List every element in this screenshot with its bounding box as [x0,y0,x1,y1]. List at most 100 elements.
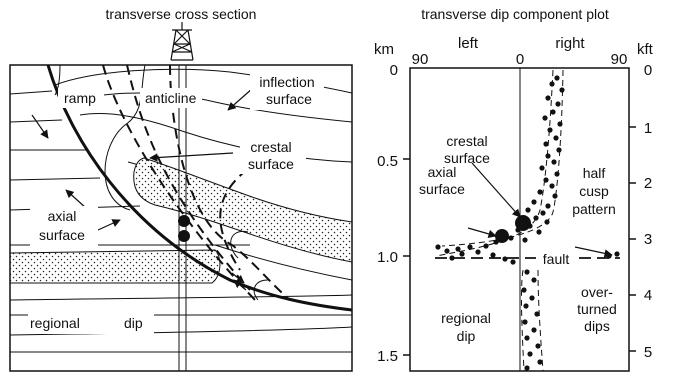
dip-dot [467,244,473,250]
dip-dot [455,246,461,252]
kft-tick-label: 0 [644,62,652,79]
stippled-bed-footwall [10,249,221,284]
dip-plot-panel: transverse dip component plot km kft lef… [374,6,654,372]
dip-dot [614,251,620,257]
dip-dot [534,311,540,317]
dip-dot [449,255,455,261]
label-cusp: cusp [579,183,609,199]
dip-dot [543,177,549,183]
dip-dot [543,141,549,147]
dip-dot [529,295,535,301]
dip-dot [556,147,562,153]
dip-dot [444,248,450,254]
dip-dot [483,243,489,249]
label-crestal: crestal [250,139,291,155]
kft-tick-label: 4 [644,287,652,304]
label-crestal-surface: surface [444,150,490,166]
dip-dot [540,210,546,216]
dip-dot [550,109,556,115]
dip-dot [606,253,612,259]
x-tick-label: 90 [412,51,429,68]
dip-dot [435,244,441,250]
dip-dot [502,256,508,262]
label-anticline: anticline [145,90,197,106]
dip-dot [544,219,550,225]
kft-ticks: 0 1 2 3 4 5 [644,62,652,361]
fault-line [46,65,352,312]
dip-dot [533,215,539,221]
dip-dot [531,277,537,283]
cross-section-labels: ramp anticline inflection surface cresta… [28,74,324,334]
dip-plot-title: transverse dip component plot [421,6,609,22]
dip-dot [508,235,514,241]
dip-dot [552,193,558,199]
dip-dot [537,189,543,195]
label-left: left [458,35,479,52]
dip-dot [542,115,548,121]
slip-arrows [31,114,247,291]
label-axial: axial [428,164,457,180]
dip-dot [525,207,531,213]
label-inflection-surface: surface [266,91,312,107]
x-tick-label: 90 [611,51,628,68]
label-half: half [583,165,606,181]
dip-dot [549,183,555,189]
kft-tick-label: 1 [644,120,652,137]
well-dot-lower [178,230,190,242]
label-dips: dips [584,318,610,334]
dip-dot [522,319,528,325]
dip-dot [545,153,551,159]
label-right: right [555,35,585,52]
km-tick-label: 1.5 [377,348,398,365]
dip-label-arrows [467,162,521,238]
dip-dot [551,159,557,165]
kft-tick-label: 2 [644,175,652,192]
dip-dot [549,81,555,87]
dip-dot [539,165,545,171]
crestal-surface-dot [515,215,531,231]
unit-km: km [374,41,394,58]
label-inflection: inflection [259,74,314,90]
label-pattern: pattern [572,201,616,217]
dip-dot [554,171,560,177]
kft-tick-label: 5 [644,344,652,361]
label-regional-dip: dip [457,328,476,344]
dip-dot [535,343,541,349]
label-regional: regional [30,315,80,331]
dip-dot [531,327,537,333]
label-axial-surface: surface [419,181,465,197]
dip-dot [545,203,551,209]
label-arrows [97,87,254,231]
dip-dot [524,365,530,371]
dip-dot [545,95,551,101]
derrick-icon [170,22,194,61]
dip-dot [524,335,530,341]
label-axial-surface: surface [39,227,85,243]
well-dot-upper [178,215,190,227]
dip-dot [475,249,481,255]
km-tick-label: 0 [390,62,398,79]
axial-surface-dot [495,229,509,243]
km-ticks: 0 0.5 1.0 1.5 [377,62,398,365]
dip-dot [537,359,543,365]
dip-dot [490,252,496,258]
dip-dot [553,135,559,141]
dip-dot [536,229,542,235]
dip-dot [559,87,565,93]
dip-dot [522,237,528,243]
cross-section-frame [9,64,353,372]
dip-dot [554,75,560,81]
label-ramp: ramp [64,90,96,106]
km-tick-label: 0.5 [377,153,398,170]
dip-dot [524,269,530,275]
dip-dot [557,121,563,127]
unit-kft: kft [637,41,654,58]
left-beds [10,90,141,211]
label-crestal: crestal [446,133,487,149]
label-over: over- [581,284,613,300]
dip-dot [547,127,553,133]
cross-section-title: transverse cross section [106,6,257,22]
label-turned: turned [577,301,617,317]
dip-plot-labels: crestal surface axial surface half cusp … [419,133,617,344]
